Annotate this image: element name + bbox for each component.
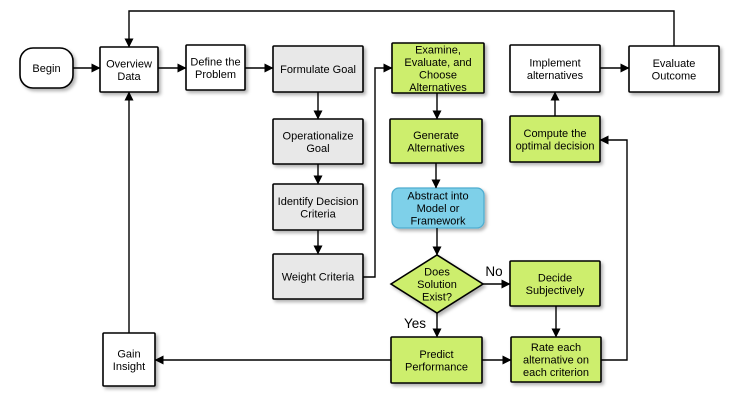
node-label: Formulate Goal (280, 64, 356, 76)
edge-label-no: No (485, 264, 502, 279)
edge-evaluate-to-overview (124, 10, 675, 48)
node-weight-criteria: Weight Criteria (272, 253, 364, 300)
node-formulate-goal: Formulate Goal (272, 45, 364, 93)
edge-weight-to-examine (363, 63, 393, 278)
node-label: Begin (32, 63, 60, 75)
edge-rate-to-compute (599, 135, 628, 361)
edge-label-yes: Yes (404, 316, 426, 331)
node-begin: Begin (19, 47, 74, 89)
node-label: Weight Criteria (282, 272, 355, 284)
